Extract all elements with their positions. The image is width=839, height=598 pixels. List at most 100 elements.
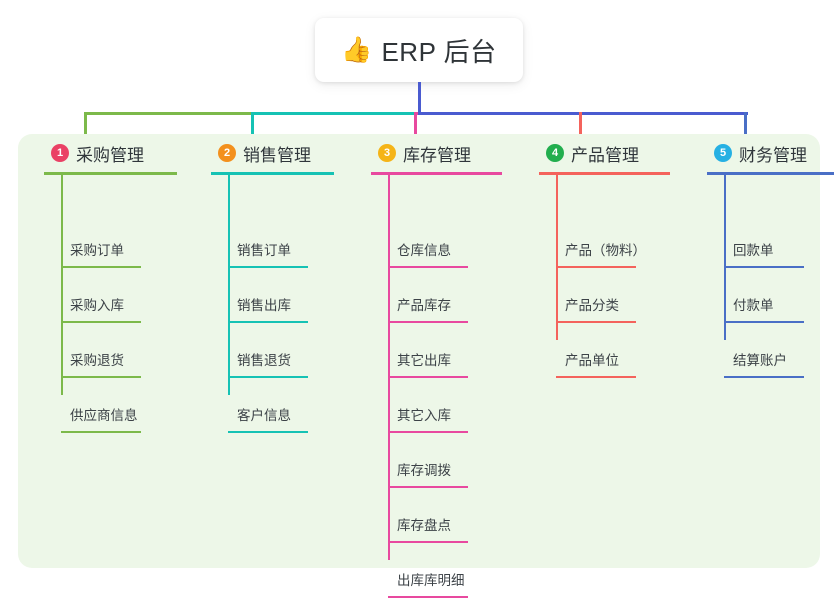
module-number-badge: 2 bbox=[218, 144, 236, 162]
module-item[interactable]: 销售订单 bbox=[198, 213, 368, 268]
bus-segment-3 bbox=[415, 112, 420, 115]
module-header-underline bbox=[539, 172, 670, 175]
module-column-采购管理: 1 采购管理采购订单采购入库采购退货供应商信息 bbox=[31, 134, 201, 433]
module-item-label: 仓库信息 bbox=[397, 243, 451, 258]
module-item-underline bbox=[61, 266, 141, 268]
module-item-label: 产品分类 bbox=[565, 298, 619, 313]
module-item-list: 回款单付款单结算账户 bbox=[694, 213, 839, 378]
module-header-5[interactable]: 5 财务管理 bbox=[694, 134, 839, 172]
module-spine-line bbox=[61, 175, 63, 395]
module-item-label: 付款单 bbox=[733, 298, 774, 313]
module-column-财务管理: 5 财务管理回款单付款单结算账户 bbox=[694, 134, 839, 378]
module-header-4[interactable]: 4 产品管理 bbox=[526, 134, 706, 172]
module-item[interactable]: 回款单 bbox=[694, 213, 839, 268]
module-item[interactable]: 供应商信息 bbox=[31, 378, 201, 433]
module-item-underline bbox=[228, 431, 308, 433]
module-item-underline bbox=[556, 376, 636, 378]
module-item[interactable]: 产品单位 bbox=[526, 323, 706, 378]
root-trunk-line bbox=[418, 82, 421, 115]
module-item[interactable]: 产品（物料） bbox=[526, 213, 706, 268]
module-item-label: 库存盘点 bbox=[397, 518, 451, 533]
module-item-label: 回款单 bbox=[733, 243, 774, 258]
module-item-label: 销售退货 bbox=[237, 353, 291, 368]
module-item-label: 销售出库 bbox=[237, 298, 291, 313]
module-header-underline bbox=[707, 172, 834, 175]
module-item[interactable]: 采购退货 bbox=[31, 323, 201, 378]
module-item-label: 采购退货 bbox=[70, 353, 124, 368]
drop-line-column-5 bbox=[744, 112, 747, 150]
modules-panel: 1 采购管理采购订单采购入库采购退货供应商信息 2 销售管理销售订单销售出库销售退货客… bbox=[18, 134, 834, 598]
module-item[interactable]: 付款单 bbox=[694, 268, 839, 323]
module-item-label: 销售订单 bbox=[237, 243, 291, 258]
module-item-label: 结算账户 bbox=[733, 353, 787, 368]
module-item-underline bbox=[556, 321, 636, 323]
module-spine-line bbox=[724, 175, 726, 340]
module-item[interactable]: 其它入库 bbox=[358, 378, 538, 433]
root-node-card[interactable]: 👍 ERP 后台 bbox=[315, 18, 523, 82]
module-header-3[interactable]: 3 库存管理 bbox=[358, 134, 538, 172]
module-title: 产品管理 bbox=[571, 145, 639, 165]
module-item-list: 仓库信息产品库存其它出库其它入库库存调拨库存盘点出库库明细 bbox=[358, 213, 538, 598]
module-item-label: 出库库明细 bbox=[397, 573, 465, 588]
module-item-underline bbox=[388, 376, 468, 378]
bus-segment-1 bbox=[84, 112, 254, 115]
thumbs-up-icon: 👍 bbox=[341, 35, 373, 64]
drop-line-column-1 bbox=[84, 112, 87, 150]
module-item-label: 客户信息 bbox=[237, 408, 291, 423]
module-item-underline bbox=[388, 431, 468, 433]
module-spine-line bbox=[228, 175, 230, 395]
drop-line-column-3 bbox=[414, 112, 417, 150]
module-spine-line bbox=[388, 175, 390, 560]
module-spine-line bbox=[556, 175, 558, 340]
module-item[interactable]: 销售退货 bbox=[198, 323, 368, 378]
module-item[interactable]: 仓库信息 bbox=[358, 213, 538, 268]
module-item-list: 销售订单销售出库销售退货客户信息 bbox=[198, 213, 368, 433]
module-number-badge: 5 bbox=[714, 144, 732, 162]
module-column-销售管理: 2 销售管理销售订单销售出库销售退货客户信息 bbox=[198, 134, 368, 433]
module-item-underline bbox=[228, 266, 308, 268]
module-item[interactable]: 销售出库 bbox=[198, 268, 368, 323]
module-item[interactable]: 产品分类 bbox=[526, 268, 706, 323]
module-item-underline bbox=[724, 266, 804, 268]
module-item-label: 产品库存 bbox=[397, 298, 451, 313]
module-column-产品管理: 4 产品管理产品（物料） 产品分类产品单位 bbox=[526, 134, 706, 378]
module-header-2[interactable]: 2 销售管理 bbox=[198, 134, 368, 172]
module-item-label: 供应商信息 bbox=[70, 408, 138, 423]
module-item-underline bbox=[61, 321, 141, 323]
module-item[interactable]: 产品库存 bbox=[358, 268, 538, 323]
module-item-label: 产品单位 bbox=[565, 353, 619, 368]
module-item-underline bbox=[228, 321, 308, 323]
module-item-label: 采购入库 bbox=[70, 298, 124, 313]
module-item-underline bbox=[724, 321, 804, 323]
page-title: ERP 后台 bbox=[381, 36, 497, 67]
module-header-1[interactable]: 1 采购管理 bbox=[31, 134, 201, 172]
module-item-underline bbox=[388, 321, 468, 323]
module-item-label: 采购订单 bbox=[70, 243, 124, 258]
module-number-badge: 4 bbox=[546, 144, 564, 162]
module-item[interactable]: 其它出库 bbox=[358, 323, 538, 378]
module-item-underline bbox=[61, 431, 141, 433]
module-number-badge: 3 bbox=[378, 144, 396, 162]
module-item[interactable]: 采购入库 bbox=[31, 268, 201, 323]
module-number-badge: 1 bbox=[51, 144, 69, 162]
module-item-underline bbox=[388, 541, 468, 543]
module-header-underline bbox=[371, 172, 502, 175]
module-item[interactable]: 采购订单 bbox=[31, 213, 201, 268]
module-item[interactable]: 客户信息 bbox=[198, 378, 368, 433]
module-item[interactable]: 出库库明细 bbox=[358, 543, 538, 598]
module-item[interactable]: 库存调拨 bbox=[358, 433, 538, 488]
module-item-underline bbox=[61, 376, 141, 378]
module-item-underline bbox=[228, 376, 308, 378]
drop-line-column-2 bbox=[251, 112, 254, 150]
module-column-库存管理: 3 库存管理仓库信息产品库存其它出库其它入库库存调拨库存盘点出库库明细 bbox=[358, 134, 538, 598]
module-item-label: 其它入库 bbox=[397, 408, 451, 423]
module-item-label: 库存调拨 bbox=[397, 463, 451, 478]
module-title: 采购管理 bbox=[76, 145, 144, 165]
module-item[interactable]: 库存盘点 bbox=[358, 488, 538, 543]
module-item[interactable]: 结算账户 bbox=[694, 323, 839, 378]
drop-line-column-4 bbox=[579, 112, 582, 150]
module-title: 销售管理 bbox=[243, 145, 311, 165]
module-title: 库存管理 bbox=[403, 145, 471, 165]
module-title: 财务管理 bbox=[739, 145, 807, 165]
